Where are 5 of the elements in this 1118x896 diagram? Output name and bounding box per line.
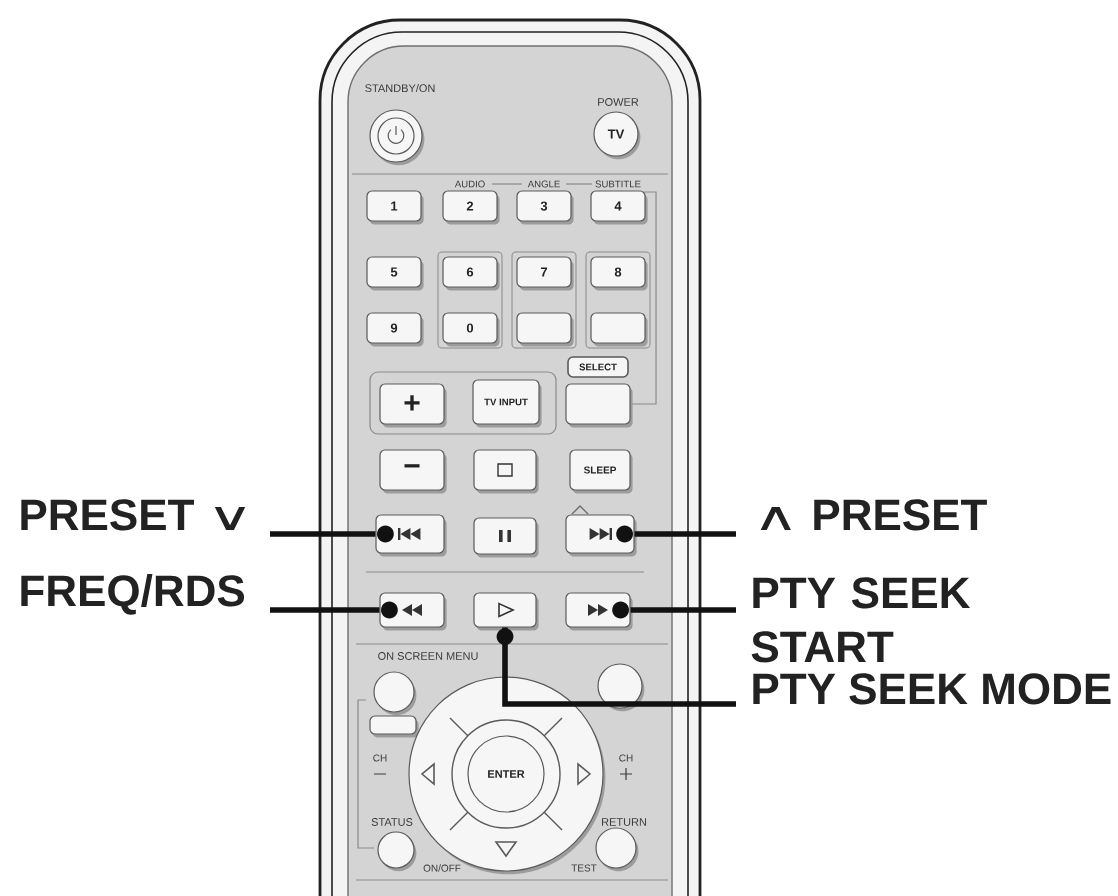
- callout-label: FREQ/RDS: [21, 574, 245, 615]
- callout-label: PTY SEEK MODE: [753, 673, 1111, 705]
- callout-label: ∧ PRESET: [760, 499, 987, 531]
- callout-label: PRESET ∨: [21, 499, 246, 531]
- callout-label: PTY SEEK START: [751, 577, 971, 663]
